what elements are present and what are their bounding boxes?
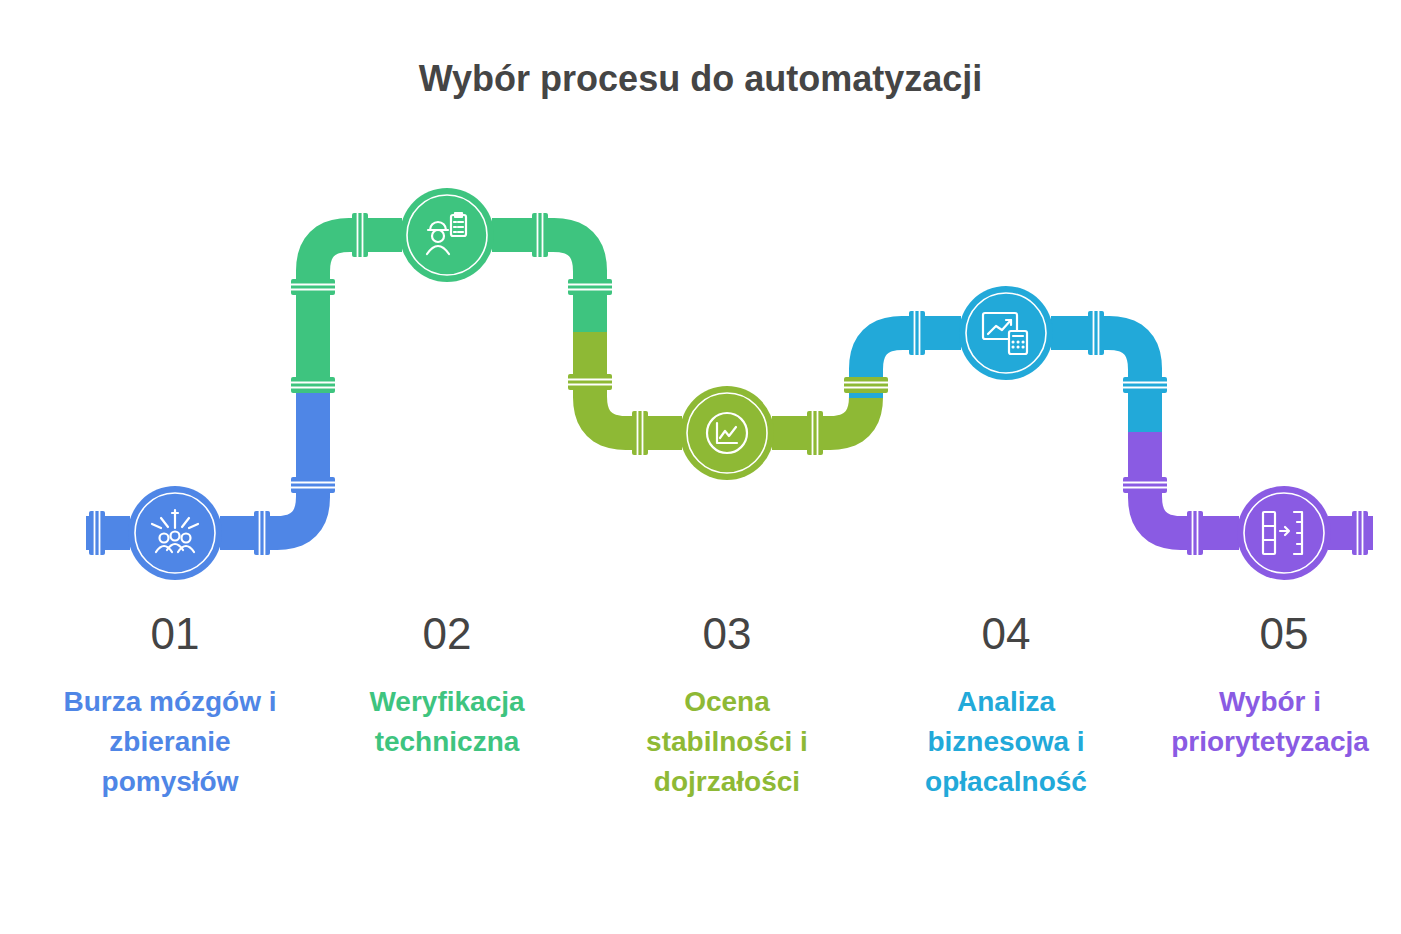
pipe-flange <box>1123 377 1167 393</box>
pipe-flange <box>532 213 548 257</box>
pipe-flange <box>291 377 335 393</box>
step-icon <box>959 286 1053 380</box>
pipe-flange <box>352 213 368 257</box>
step-label: Ocena stabilności i dojrzałości <box>617 682 837 802</box>
pipe-flange <box>568 374 612 390</box>
step-icon <box>400 188 494 282</box>
step-number: 02 <box>387 610 507 658</box>
step-number: 01 <box>115 610 235 658</box>
pipe-connector <box>1051 333 1239 533</box>
step-circle: 01Burza mózgów i zbieranie pomysłów <box>128 486 222 580</box>
pipe-flange <box>568 279 612 295</box>
step-icon <box>128 486 222 580</box>
pipe-flange <box>1352 511 1368 555</box>
pipe-flange <box>844 377 888 393</box>
pipe-connector <box>492 235 682 433</box>
step-icon <box>680 386 774 480</box>
pipe-flange <box>291 477 335 493</box>
step-circle: 03Ocena stabilności i dojrzałości <box>680 386 774 480</box>
pipe-flange <box>632 411 648 455</box>
step-circle: 05Wybór i priorytetyzacja <box>1237 486 1331 580</box>
step-label: Weryfikacja techniczna <box>347 682 547 762</box>
pipe-flange <box>89 511 105 555</box>
pipe-flange <box>807 411 823 455</box>
step-number: 04 <box>946 610 1066 658</box>
pipe-flange <box>1088 311 1104 355</box>
diagram-title: Wybór procesu do automatyzacji <box>0 58 1401 100</box>
pipe-flange <box>1123 477 1167 493</box>
pipe-connector <box>220 235 402 533</box>
pipe-flange <box>254 511 270 555</box>
step-icon <box>1237 486 1331 580</box>
step-circle: 04Analiza biznesowa i opłacalność <box>959 286 1053 380</box>
pipe-flange <box>1187 511 1203 555</box>
pipe-connector <box>772 333 961 433</box>
step-label: Burza mózgów i zbieranie pomysłów <box>63 682 278 802</box>
step-number: 05 <box>1224 610 1344 658</box>
pipe-flange <box>909 311 925 355</box>
pipe-flange <box>291 279 335 295</box>
step-number: 03 <box>667 610 787 658</box>
step-label: Analiza biznesowa i opłacalność <box>906 682 1106 802</box>
step-circle: 02Weryfikacja techniczna <box>400 188 494 282</box>
step-label: Wybór i priorytetyzacja <box>1145 682 1395 762</box>
